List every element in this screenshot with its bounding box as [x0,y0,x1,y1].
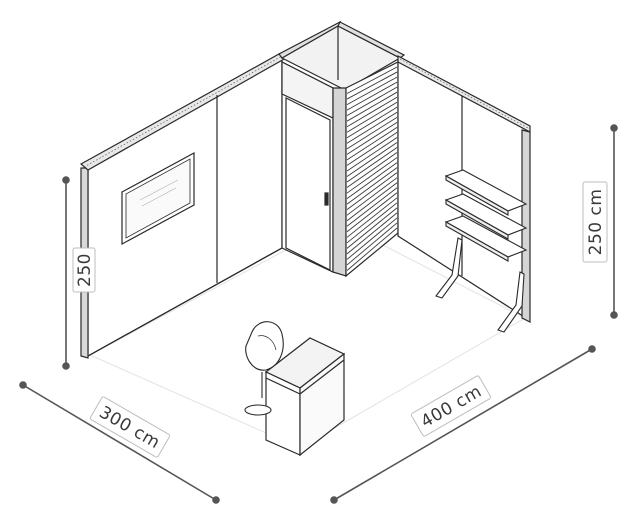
louvre-slat [346,81,398,111]
louvre-slat [346,182,398,222]
louvre-slat [346,177,398,216]
louvre-slat [346,71,398,100]
louvre-slat [346,76,398,105]
louvre-slat [346,142,398,177]
louvre-slat [346,227,398,271]
louvre-slat [346,137,398,172]
height-right-dimension-label: 250 cm [582,181,608,263]
louvre-slat [346,111,398,144]
louvre-slat [346,132,398,166]
shelving-unit [435,169,528,333]
louvre-slat [346,217,398,260]
louvre-slat [346,202,398,244]
louvre-slat [346,222,398,266]
louvre-slat [346,187,398,227]
louvre-slat [346,192,398,233]
left-rail-texture [83,55,283,168]
louvre-slat [346,172,398,211]
height-left-dimension-label: 250 [72,247,96,293]
louvre-slat [346,147,398,183]
louvre-slat [346,157,398,194]
louvre-slat [346,96,398,128]
louvre-slat [346,212,398,255]
chair [244,321,284,416]
louvre-slat [346,86,398,117]
louvre-slat [346,116,398,150]
louvre-slat [346,121,398,155]
reception-counter [264,337,346,457]
height-left-dimension-text: 250 [75,253,95,287]
height-right-dimension-text: 250 cm [586,189,606,256]
louvre-slat [346,101,398,133]
louvre-slat [346,197,398,238]
louvre-slat [346,207,398,249]
louvre-slat [346,66,398,94]
wall-picture-frame [121,151,195,246]
louvre-slat [346,162,398,199]
storage-louvre-slats [346,66,398,271]
louvre-slat [346,167,398,205]
louvre-slat [346,91,398,122]
louvre-slat [346,127,398,161]
depth-dimension-label: 400 cm [410,375,492,437]
louvre-slat [346,106,398,139]
louvre-slat [346,152,398,188]
dimension-lines [19,124,618,504]
